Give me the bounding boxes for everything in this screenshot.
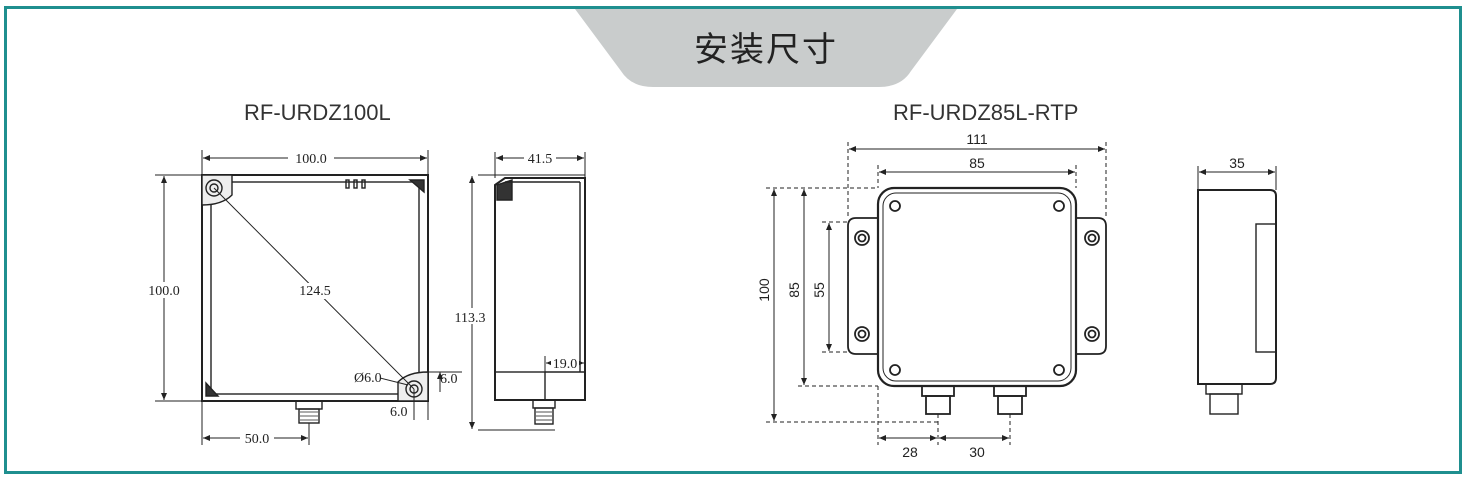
dim-hole-offset-x: 6.0 bbox=[390, 405, 408, 420]
dim-height: 100.0 bbox=[148, 284, 180, 299]
dim-connector-offset-right: 28 bbox=[902, 444, 918, 460]
dim-depth: 41.5 bbox=[528, 152, 553, 167]
dim-hole-diameter: Ø6.0 bbox=[354, 371, 382, 386]
dim-connector-offset: 50.0 bbox=[245, 432, 270, 447]
dim-hole-spacing: 55 bbox=[811, 282, 827, 298]
dim-inner-width: 85 bbox=[969, 155, 985, 171]
left-side-dimensions bbox=[469, 152, 586, 431]
outer-frame bbox=[4, 6, 1462, 474]
dim-inner-height: 85 bbox=[786, 282, 802, 298]
dim-total-height: 113.3 bbox=[455, 311, 486, 326]
dim-diagonal: 124.5 bbox=[299, 284, 331, 299]
dim-width: 100.0 bbox=[295, 152, 327, 167]
dim-connector-depth: 19.0 bbox=[553, 357, 578, 372]
dim-outer-width: 111 bbox=[966, 131, 987, 147]
left-side-view bbox=[494, 177, 586, 425]
title-tab bbox=[575, 9, 957, 87]
right-front-view bbox=[847, 186, 1107, 415]
right-side-dimensions bbox=[1197, 166, 1277, 190]
dim-outer-height: 100 bbox=[756, 278, 772, 302]
dim-hole-offset-y: 6.0 bbox=[440, 372, 458, 387]
dim-connector-spacing: 30 bbox=[969, 444, 985, 460]
right-front-dimensions bbox=[766, 142, 1107, 445]
dim-depth-right: 35 bbox=[1229, 155, 1245, 171]
model-name-left: RF-URDZ100L bbox=[244, 100, 391, 125]
left-front-view bbox=[201, 174, 429, 424]
page-title: 安装尺寸 bbox=[694, 30, 838, 70]
right-side-view bbox=[1197, 189, 1277, 415]
model-name-right: RF-URDZ85L-RTP bbox=[893, 100, 1079, 125]
